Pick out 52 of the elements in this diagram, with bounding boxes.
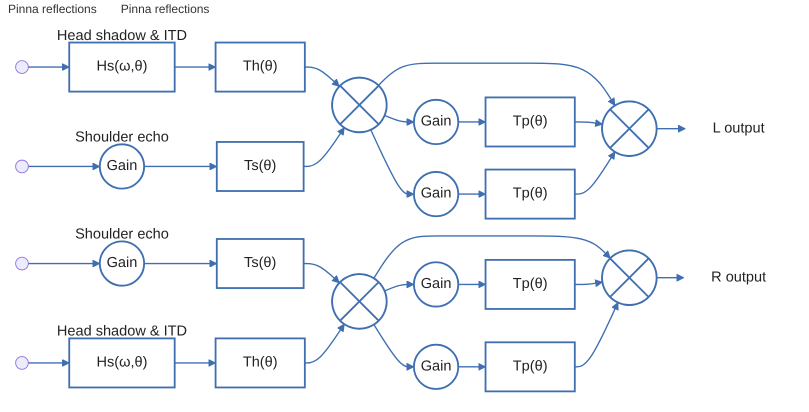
arrow [574,279,603,288]
node-label: Head shadow & ITD [56,28,188,44]
arrow [656,124,686,133]
node-box: Tp(θ) [484,258,576,310]
arrow [144,260,218,268]
node-circle: Gain [98,240,146,287]
arrow [574,151,616,195]
arrow [378,62,616,106]
node-circle: Gain [413,261,460,308]
node-box: Th(θ) [214,42,306,93]
node-box: Th(θ) [214,337,306,388]
section-label: Pinna reflections [8,2,97,16]
arrow [28,358,70,367]
arrow [373,235,611,279]
arrow [144,162,218,170]
node-box: Hs(ω,θ) [68,42,176,93]
node-box: Tp(θ) [484,96,576,148]
arrow [174,358,216,367]
node-circle: Gain [413,171,460,218]
section-label: Pinna reflections [120,2,210,16]
node-circle: Gain [98,143,146,190]
arrow [28,63,70,72]
node-box: Tp(θ) [484,341,576,392]
arrow [373,324,414,371]
arrow [384,280,414,292]
node-box: Ts(θ) [216,238,305,289]
node-circle: Gain [413,344,460,390]
arrow [458,118,486,126]
node-box: Ts(θ) [216,141,305,192]
node-circle: Gain [413,98,460,146]
node-label: Head shadow & ITD [56,324,188,340]
arrow [574,302,619,368]
arrow [574,119,603,128]
arrow [458,362,486,371]
node-box: Hs(ω,θ) [68,337,176,388]
node-text: L output [712,120,765,136]
node-label: Shoulder echo [75,226,169,242]
arrow [304,262,340,284]
arrow [28,162,100,170]
arrow [174,63,216,72]
arrow [304,127,345,168]
arrow [28,260,100,268]
arrow [304,324,345,364]
node-label: Shoulder echo [75,130,169,146]
arrow [384,114,414,126]
node-text: R output [711,270,766,285]
node-box: Tp(θ) [484,168,576,220]
arrow [304,66,340,87]
arrow [458,280,486,288]
arrow [656,274,684,282]
arrow [458,190,486,198]
arrow [370,129,414,198]
